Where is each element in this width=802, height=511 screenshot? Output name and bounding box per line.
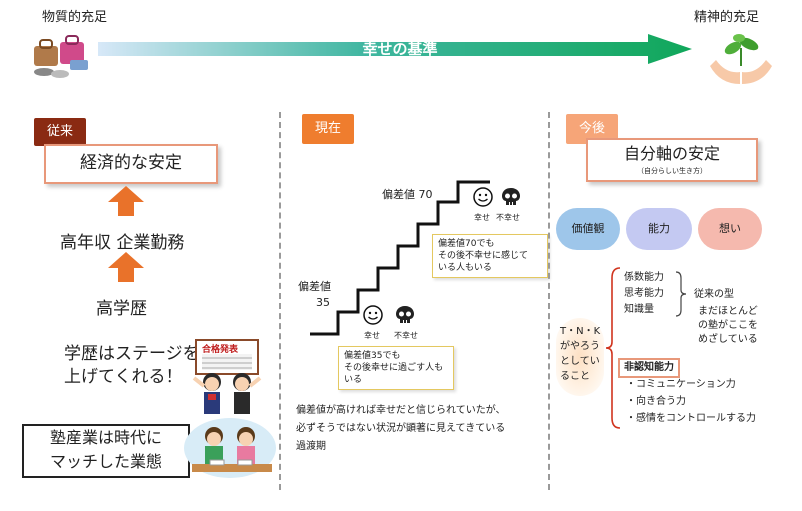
students-illustration [180,414,280,484]
juku-text-2: マッチした業態 [49,452,162,471]
old-desc-1: まだほとんど [698,306,758,317]
cog-item-2: 思考能力 [624,288,664,299]
para-line-1: 偏差値が高ければ幸せだと信じられていたが、 [296,405,506,416]
exam-result-sign: 合格発表 [202,345,239,355]
happy-label-bottom: 幸せ [364,331,380,340]
tnk-glow [556,318,604,396]
oval-values: 価値観 [556,208,620,250]
note-top-line-2: その後不幸せに感じて [438,251,529,261]
column-divider-1 [279,112,281,490]
transition-paragraph: 偏差値が高ければ幸せだと信じられていたが、 必ずそうではない状況が顕著に見えてき… [296,402,506,456]
note-top-line-3: いる人もいる [438,263,492,273]
tnk-line-1: T・N・K [560,326,601,337]
self-axis-box: 自分軸の安定 （自分らしい生き方） [586,138,758,182]
tnk-line-2: がやろう [560,341,600,352]
sprout-hands-icon [706,26,776,88]
note-bottom: 偏差値35でも その後幸せに過ごす人も いる [338,346,454,390]
happy-face-icon-bottom [363,305,383,325]
noncog-item-1: ・コミュニケーション力 [626,379,736,390]
material-goods-icon [30,30,92,80]
cognitive-brace [675,271,687,317]
happiness-arrow [98,34,692,64]
note-top: 偏差値70でも その後不幸せに感じて いる人もいる [432,234,548,278]
old-desc-2: の塾がここを [698,320,758,331]
exam-result-illustration [186,338,270,418]
up-arrow-1 [108,186,144,216]
staircase [310,180,490,336]
note-top-line-1: 偏差値70でも [438,239,495,249]
noncog-item-3: ・感情をコントロールする力 [626,413,756,424]
note-bottom-line-3: いる [344,375,363,385]
old-type-desc: まだほとんど の塾がここを めざしている [698,305,758,347]
tab-current: 現在 [302,114,354,144]
tnk-label: T・N・K がやろう としてい ること [560,324,600,384]
economic-stability-box: 経済的な安定 [44,144,218,184]
cog-item-3: 知識量 [624,304,654,315]
noncog-list: ・コミュニケーション力 ・向き合う力 ・感情をコントロールする力 [626,376,756,427]
hensachi-35-label-2: 35 [316,296,330,309]
self-axis-subtitle: （自分らしい生き方） [637,167,707,175]
juku-industry-box: 塾産業は時代に マッチした業態 [22,424,190,478]
para-line-3: 過渡期 [296,441,326,452]
happy-face-icon-top [473,187,493,207]
stage-text-2: 上げてくれる！ [64,367,183,387]
tab-traditional: 従来 [34,118,86,146]
spiritual-label: 精神的充足 [694,10,760,25]
stage-text-1: 学歴はステージを [64,344,200,364]
unhappy-label-top: 不幸せ [496,213,520,222]
hensachi-70-label: 偏差値 70 [382,188,433,201]
cog-item-1: 係数能力 [624,272,664,283]
education-label: 高学歴 [96,299,147,319]
unhappy-label-bottom: 不幸せ [394,331,418,340]
old-type-label: 従来の型 [694,289,734,300]
income-job-label: 高年収 企業勤務 [60,233,185,253]
note-bottom-line-1: 偏差値35でも [344,351,401,361]
red-bracket [605,267,621,429]
oval-ability: 能力 [626,208,692,250]
skull-icon-top [502,188,520,205]
tnk-line-4: ること [560,371,590,382]
tnk-line-3: としてい [560,356,600,367]
juku-text-1: 塾産業は時代に [49,428,162,447]
old-desc-3: めざしている [698,334,758,345]
up-arrow-2 [108,252,144,282]
note-bottom-line-2: その後幸せに過ごす人も [344,363,444,373]
noncog-title: 非認知能力 [618,358,680,378]
skull-icon-bottom [396,306,414,323]
oval-feelings: 想い [698,208,762,250]
hensachi-35-label-1: 偏差値 [298,280,331,293]
cognitive-list: 係数能力 思考能力 知識量 [624,270,664,318]
self-axis-title: 自分軸の安定 [623,144,720,163]
para-line-2: 必ずそうではない状況が顕著に見えてきている [296,423,506,434]
column-divider-2 [548,112,550,490]
happy-label-top: 幸せ [474,213,490,222]
noncog-item-2: ・向き合う力 [626,396,686,407]
material-label: 物質的充足 [42,10,108,25]
arrow-label: 幸せの基準 [362,40,438,58]
